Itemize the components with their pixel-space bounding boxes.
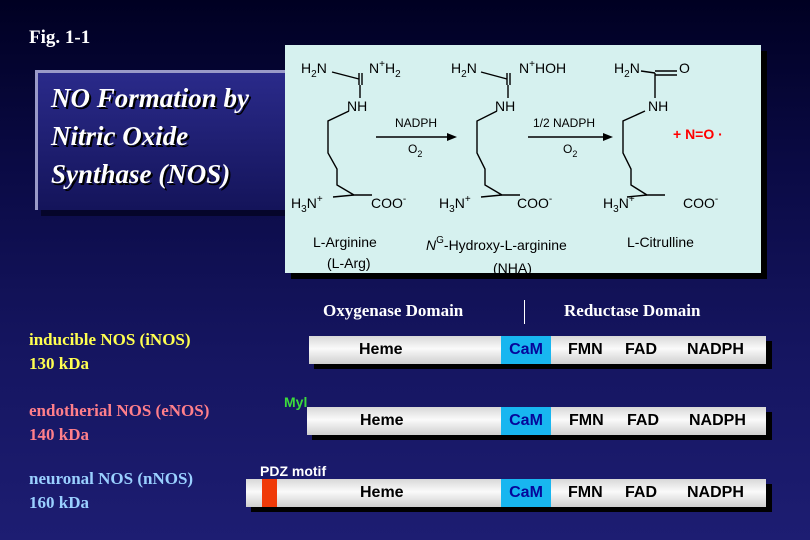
fmn-segment: FMN [568,484,603,501]
citrulline-carbonyl-o: O [679,60,690,76]
citrulline-nh2: H2N [614,60,640,80]
arginine-nh2-plus: N+H2 [369,59,401,80]
step1-arrowhead [447,133,457,141]
step1-reagent: O2 [408,142,422,159]
nadph-segment: NADPH [689,412,746,429]
pdz-segment [262,479,277,507]
heme-segment: Heme [359,341,403,358]
citrulline-nh: NH [648,98,668,114]
citrulline-skeleton [622,70,677,198]
nha-nhoh: N+HOH [519,59,566,76]
step1-cofactor: NADPH [395,116,437,130]
inos-name: inducible NOS (iNOS) [29,330,191,349]
enos-mass: 140 kDa [29,425,89,444]
nadph-segment: NADPH [687,484,744,501]
oxygenase-domain-header: Oxygenase Domain [323,301,464,320]
title-line-2: Nitric Oxide [51,121,189,151]
nnos-name: neuronal NOS (nNOS) [29,469,194,488]
fad-segment: FAD [627,412,659,429]
reductase-domain-header: Reductase Domain [564,301,701,320]
title-box: NO Formation by Nitric Oxide Synthase (N… [35,70,285,210]
domain-separator [524,300,525,324]
reaction-panel: H2N N+H2 NH H3N+ COO- H2N N+HOH NH H3N+ … [285,45,761,273]
product-name: L-Citrulline [627,234,694,250]
fad-segment: FAD [625,341,657,358]
step2-reagent: O2 [563,142,577,159]
nha-skeleton [476,71,520,198]
no-product: + N=O · [673,126,723,142]
fmn-segment: FMN [568,341,603,358]
reaction-scheme: H2N N+H2 NH H3N+ COO- H2N N+HOH NH H3N+ … [291,59,723,273]
enos-name: endotherial NOS (eNOS) [29,401,210,420]
cam-segment: CaM [501,336,551,364]
cam-segment: CaM [501,479,551,507]
substrate-name: L-Arginine [313,234,377,250]
title-line-1: NO Formation by [51,83,250,113]
nha-nh2: H2N [451,60,477,80]
heme-segment: Heme [360,412,404,429]
arginine-nh2: H2N [301,60,327,80]
heme-segment: Heme [360,484,404,501]
slide-title: NO Formation by Nitric Oxide Synthase (N… [51,79,249,193]
fmn-segment: FMN [569,412,604,429]
arginine-carboxylate: COO- [371,194,406,211]
nnos-domain-bar: Heme CaM FMN FAD NADPH [246,479,766,507]
fad-segment: FAD [625,484,657,501]
pdz-motif-label: PDZ motif [260,463,327,479]
substrate-abbr: (L-Arg) [327,255,371,271]
nnos-mass: 160 kDa [29,493,89,512]
nha-amine: H3N+ [439,194,471,215]
nha-nh: NH [495,98,515,114]
inos-domain-bar: Heme CaM FMN FAD NADPH [309,336,766,364]
nha-carboxylate: COO- [517,194,552,211]
citrulline-amine: H3N+ [603,194,635,215]
step2-cofactor: 1/2 NADPH [533,116,595,130]
inos-mass: 130 kDa [29,354,89,373]
nadph-segment: NADPH [687,341,744,358]
arginine-nh: NH [347,98,367,114]
figure-label: Fig. 1-1 [29,27,91,48]
cam-segment: CaM [501,407,551,435]
enos-domain-bar: Heme CaM FMN FAD NADPH [307,407,766,435]
arginine-amine: H3N+ [291,194,323,215]
arginine-skeleton [327,71,372,198]
citrulline-carboxylate: COO- [683,194,718,211]
myristoylation-label: Myl [284,394,308,410]
intermediate-abbr: (NHA) [493,260,532,273]
intermediate-name: NG-Hydroxy-L-arginine [426,235,567,253]
title-line-3: Synthase (NOS) [51,159,231,189]
step2-arrowhead [603,133,613,141]
